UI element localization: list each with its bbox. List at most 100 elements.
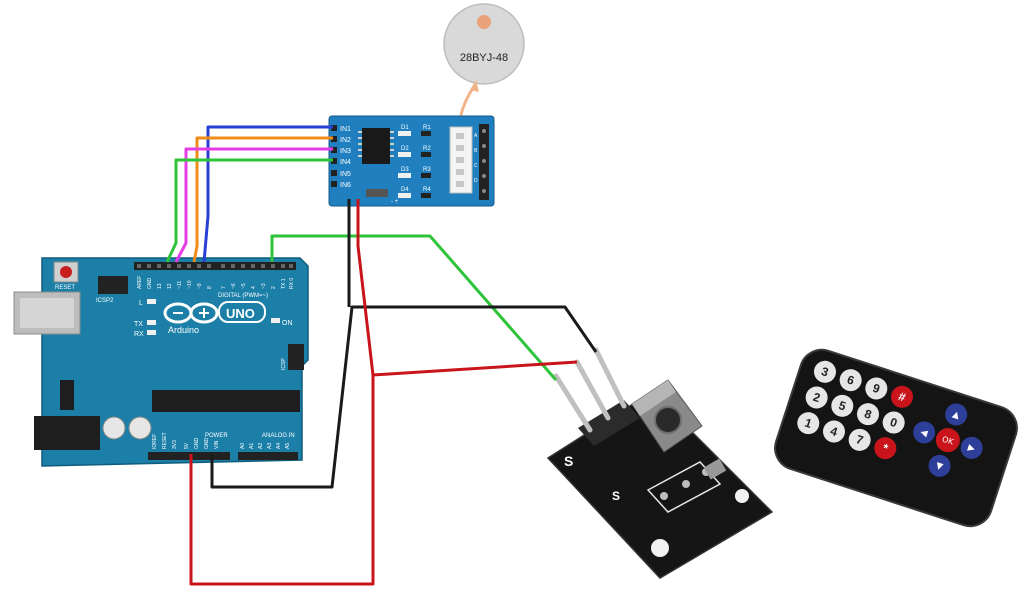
driver-side-b: B — [474, 148, 478, 154]
remote-arrow-icon-left: ◀ — [919, 428, 929, 440]
driver-pin-in6: IN6 — [340, 182, 351, 189]
pin-ioref: IOREF — [152, 434, 158, 449]
led-rx-label: RX — [134, 331, 144, 338]
arduino-model-text: UNO — [226, 306, 255, 321]
driver-ic-chip — [358, 128, 394, 164]
pin-a3: A3 — [267, 443, 273, 449]
pin-5: ~5 — [241, 283, 247, 289]
ir-remote: 3 6 9 # 2 5 8 0 1 4 7 * ▲ ◀ OK ▶ ▼ — [774, 348, 1018, 528]
pin-a5: A5 — [285, 443, 291, 449]
wires — [165, 125, 598, 586]
remote-button-3: 3 — [820, 364, 831, 379]
icsp-label: ICSP — [281, 358, 287, 370]
driver-board: IN1 IN2 IN3 IN4 IN5 IN6 D1 — [328, 115, 495, 207]
pin-2: 2 — [271, 286, 277, 289]
icsp2-label: ICSP2 — [96, 298, 114, 304]
remote-ok-button: OK — [941, 435, 955, 447]
pin-a0: A0 — [240, 443, 246, 449]
pin-vin: VIN — [214, 440, 220, 449]
pin-5v: 5V — [184, 442, 190, 449]
pin-3v3: 3V3 — [172, 440, 178, 449]
icsp-header: ICSP — [281, 344, 304, 370]
remote-button-5: 5 — [837, 398, 848, 413]
driver-resistors: R1 R2 R3 R4 — [421, 125, 431, 198]
pin-8: 8 — [207, 286, 213, 289]
ir-sensor — [631, 379, 703, 453]
driver-pin-in4: IN4 — [340, 159, 351, 166]
pin-6: ~6 — [231, 283, 237, 289]
remote-arrow-icon-up: ▲ — [951, 410, 961, 422]
driver-pin-labels: IN1 IN2 IN3 IN4 IN5 IN6 — [340, 126, 351, 189]
pin-a1: A1 — [249, 443, 255, 449]
ir-pin-label-1: S — [564, 453, 573, 469]
wire-in2-orange — [192, 136, 333, 263]
pin-3: ~3 — [261, 283, 267, 289]
pin-13: 13 — [157, 283, 163, 289]
icsp2-header: ICSP2 — [96, 276, 128, 304]
remote-button-7: 7 — [854, 432, 865, 447]
status-leds: L TX RX ON — [134, 299, 293, 338]
ir-receiver-module: S S — [546, 347, 774, 579]
driver-pin-in2: IN2 — [340, 137, 351, 144]
pin-rx0: RX 0 — [289, 278, 295, 289]
wire-in3-magenta — [174, 147, 333, 263]
wire-in1-blue — [202, 125, 333, 263]
driver-side-a: A — [474, 133, 478, 139]
driver-side-c: C — [474, 163, 478, 169]
pin-gnd-top: GND — [147, 278, 153, 290]
ir-pin-label-2: S — [612, 489, 620, 503]
remote-button-2: 2 — [811, 390, 822, 405]
driver-side-d: D — [474, 178, 478, 184]
remote-button-6: 6 — [845, 372, 856, 387]
wire-driver-vcc-red — [356, 199, 375, 376]
wire-in4-green — [165, 158, 333, 263]
remote-button-9: 9 — [871, 381, 882, 396]
pin-4: 4 — [251, 286, 257, 289]
remote-button-star: * — [881, 441, 890, 456]
analog-label: ANALOG IN — [262, 433, 295, 439]
driver-res-r2: R2 — [423, 146, 431, 152]
driver-res-r4: R4 — [423, 187, 431, 193]
led-l-label: L — [139, 300, 143, 307]
driver-motor-connector — [449, 126, 473, 194]
remote-dpad: ▲ ◀ OK ▶ ▼ — [913, 403, 983, 477]
power-jack — [34, 416, 100, 450]
pin-a4: A4 — [276, 443, 282, 449]
driver-bottom-label: - + — [391, 199, 399, 205]
driver-led-d1: D1 — [401, 125, 409, 131]
driver-pin-in1: IN1 — [340, 126, 351, 133]
pin-a2: A2 — [258, 443, 264, 449]
digital-header: AREF GND 13 12 ~11 ~10 ~9 8 7 ~6 ~5 4 ~3… — [134, 262, 296, 299]
pin-7: 7 — [221, 286, 227, 289]
pin-gnd-1: GND — [194, 438, 200, 450]
pin-11: ~11 — [177, 281, 183, 289]
pin-gnd-2: GND — [204, 438, 210, 450]
pin-9: ~9 — [197, 283, 203, 289]
driver-res-r1: R1 — [423, 125, 431, 131]
remote-digit-buttons: 3 6 9 # 2 5 8 0 1 4 7 * — [797, 360, 914, 460]
driver-leds: D1 D2 D3 D4 — [398, 125, 411, 198]
driver-pin-in5: IN5 — [340, 171, 351, 178]
pin-12: 12 — [167, 283, 173, 289]
reset-label: RESET — [55, 285, 75, 291]
led-on-label: ON — [282, 320, 293, 327]
remote-arrow-icon-down: ▼ — [934, 461, 944, 473]
arduino-uno-board: RESET ICSP2 AREF GND 13 1 — [13, 257, 309, 467]
driver-led-d4: D4 — [401, 187, 409, 193]
pin-aref: AREF — [137, 276, 143, 289]
atmega-chip — [152, 390, 300, 412]
arduino-logo-text: Arduino — [168, 325, 199, 335]
arduino-logo: Arduino UNO — [163, 301, 266, 335]
driver-power-jumper — [366, 189, 388, 197]
driver-led-d3: D3 — [401, 167, 409, 173]
motor-model-label: 28BYJ-48 — [460, 52, 508, 64]
capacitor-2 — [128, 416, 152, 440]
driver-led-d2: D2 — [401, 146, 409, 152]
stepper-motor: 28BYJ-48 — [443, 3, 525, 85]
remote-arrow-icon-right: ▶ — [967, 443, 977, 455]
remote-button-4: 4 — [829, 424, 840, 439]
wire-gnd-black — [210, 305, 598, 489]
reset-button: RESET — [53, 261, 79, 291]
power-label: POWER — [205, 433, 228, 439]
